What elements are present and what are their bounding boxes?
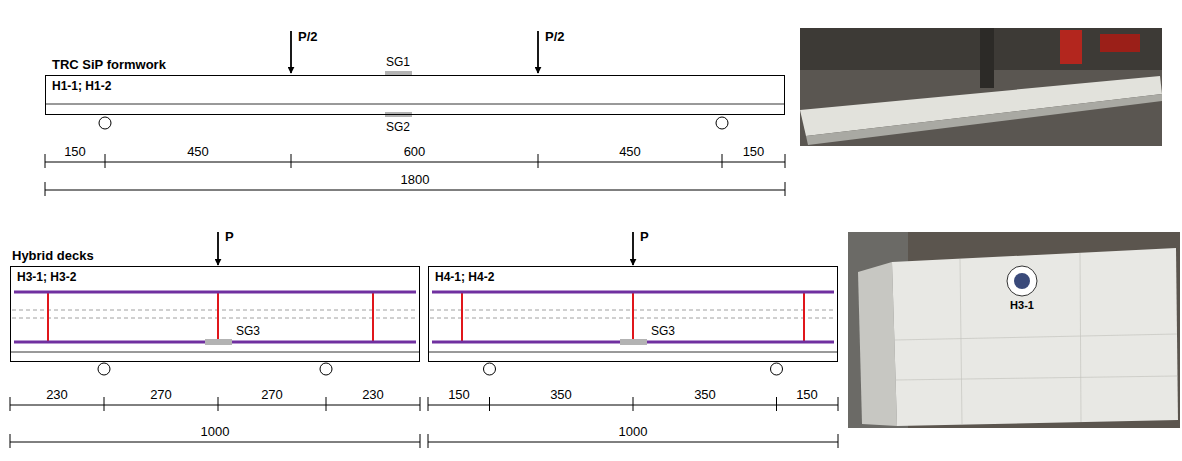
specimen-heading: TRC SiP formwork xyxy=(45,57,785,75)
layer-line xyxy=(10,352,420,353)
support xyxy=(98,363,110,375)
dimension-line xyxy=(10,397,420,448)
dimension-label: 600 xyxy=(404,144,426,160)
layer-line xyxy=(45,104,785,105)
photo-deck-test xyxy=(848,232,1180,428)
photo-ground xyxy=(800,28,1162,146)
specimen-outline: H4-1; H4-2 xyxy=(428,266,838,362)
specimen: TRC SiP formworkH1-1; H1-2 xyxy=(45,57,785,115)
specimen-id: H1-1; H1-2 xyxy=(46,78,117,96)
dimension-label: SG2 xyxy=(386,120,410,134)
load-label: P/2 xyxy=(298,29,318,45)
support xyxy=(484,363,496,375)
shear-connector xyxy=(632,292,634,342)
photo-formwork-test xyxy=(800,28,1162,146)
specimen-id: H3-1; H3-2 xyxy=(11,269,82,287)
shear-connector xyxy=(217,292,219,342)
h4-deck-drawing xyxy=(428,232,838,448)
specimen-id: H4-1; H4-2 xyxy=(429,269,500,287)
load-label: H3-1 xyxy=(1010,299,1034,312)
reinforcement xyxy=(14,291,416,294)
photo-logo xyxy=(1014,273,1030,289)
dimension-label: 450 xyxy=(187,144,209,160)
load-label: P xyxy=(225,229,234,245)
dimension-line xyxy=(428,397,838,448)
h3-deck-drawing xyxy=(10,232,420,448)
dimension-label: 1000 xyxy=(619,424,648,440)
load-arrow xyxy=(217,232,219,265)
photo-sticker xyxy=(1007,266,1037,296)
photo-deck xyxy=(858,262,897,426)
load-label: P/2 xyxy=(545,29,565,45)
dimension-label: 450 xyxy=(619,144,641,160)
trc-formwork-drawing xyxy=(45,31,785,196)
dimension-line xyxy=(45,154,785,196)
dimension-label: 1800 xyxy=(401,172,430,188)
specimen-outline: H1-1; H1-2 xyxy=(45,75,785,115)
support xyxy=(99,117,111,129)
axis-line xyxy=(12,310,418,311)
dimension-label: 150 xyxy=(743,144,765,160)
shear-connector xyxy=(803,292,805,342)
strain-gauge xyxy=(620,339,647,345)
shear-connector xyxy=(372,292,374,342)
photo-ground xyxy=(848,232,1180,428)
photo-machine xyxy=(980,28,994,88)
photo-grid xyxy=(895,253,1177,424)
dimension-label: SG3 xyxy=(236,324,260,338)
support xyxy=(716,117,728,129)
dimension-label: 150 xyxy=(448,387,470,403)
layer-line xyxy=(428,352,838,353)
dimension-label: 270 xyxy=(261,387,283,403)
specimen-outline: H3-1; H3-2 xyxy=(10,266,420,362)
support xyxy=(320,363,332,375)
specimen: Hybrid decksH3-1; H3-2 xyxy=(10,248,420,362)
photo-deck xyxy=(892,248,1178,426)
dimension-label: 350 xyxy=(694,387,716,403)
dimension-label: SG3 xyxy=(651,324,675,338)
dimension-label: 150 xyxy=(796,387,818,403)
load-arrow xyxy=(537,31,539,73)
shear-connector xyxy=(47,292,49,342)
photo-machine xyxy=(1100,34,1140,52)
specimen: H4-1; H4-2 xyxy=(428,266,838,362)
photo-machine xyxy=(1060,30,1082,64)
dimension-label: 1000 xyxy=(201,424,230,440)
dimension-label: 230 xyxy=(362,387,384,403)
strain-gauge xyxy=(205,339,232,345)
dimension-label: SG1 xyxy=(386,55,410,69)
axis-line xyxy=(12,318,418,319)
support xyxy=(771,363,783,375)
dimension-label: 270 xyxy=(150,387,172,403)
reinforcement xyxy=(432,291,834,294)
load-arrow xyxy=(290,31,292,73)
dimension-label: 230 xyxy=(46,387,68,403)
load-label: P xyxy=(640,229,649,245)
dimension-label: 350 xyxy=(550,387,572,403)
load-arrow xyxy=(632,232,634,265)
shear-connector xyxy=(461,292,463,342)
photo-slab xyxy=(806,94,1162,145)
dimension-label: 150 xyxy=(64,144,86,160)
specimen-heading: Hybrid decks xyxy=(10,248,420,266)
